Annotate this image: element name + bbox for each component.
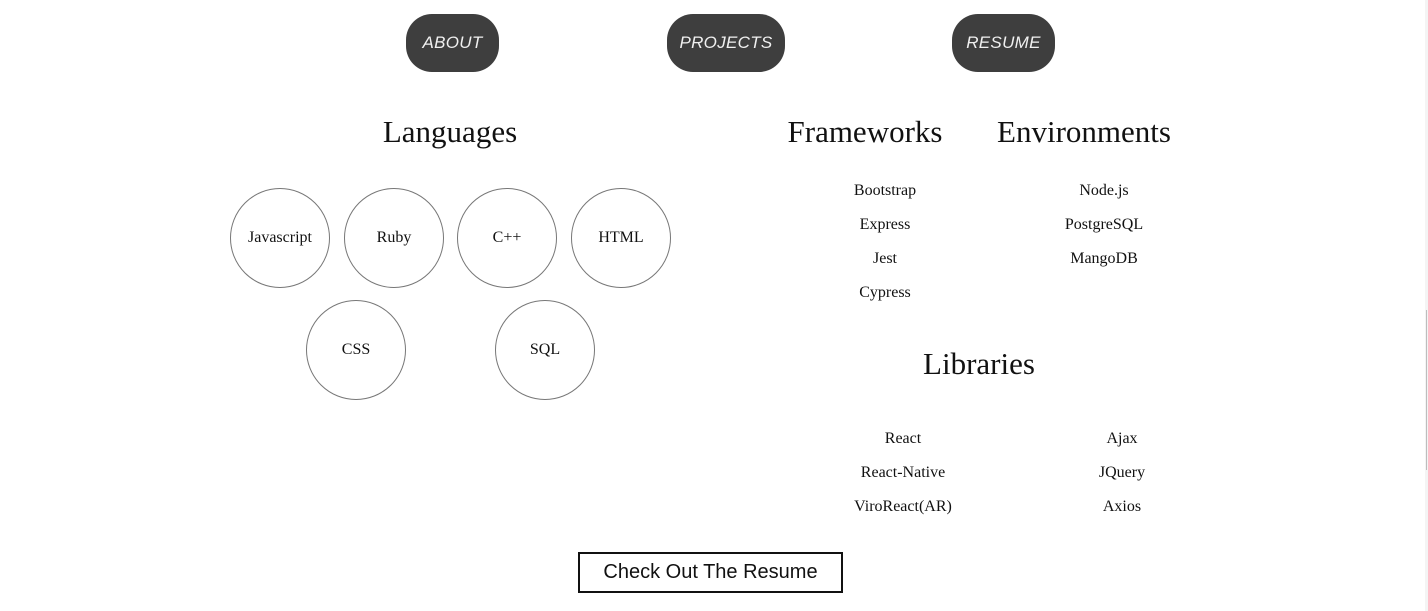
environments-heading: Environments — [997, 114, 1171, 149]
list-item: Cypress — [859, 284, 911, 301]
page-scrollbar[interactable] — [1425, 0, 1428, 611]
list-item: React — [884, 430, 922, 447]
libraries-list-left: React React-Native ViroReact(AR) — [833, 430, 973, 532]
list-item: Express — [859, 216, 911, 233]
list-item: React-Native — [860, 464, 946, 481]
list-item: MangoDB — [1070, 250, 1138, 267]
language-bubble-cpp: C++ — [457, 188, 557, 288]
frameworks-heading: Frameworks — [787, 114, 943, 149]
language-bubble-css: CSS — [306, 300, 406, 400]
list-item: ViroReact(AR) — [854, 498, 952, 515]
list-item: Axios — [1102, 498, 1142, 515]
list-item: PostgreSQL — [1064, 216, 1144, 233]
libraries-list-right: Ajax JQuery Axios — [1062, 430, 1182, 532]
libraries-heading: Libraries — [923, 346, 1035, 381]
language-bubble-sql: SQL — [495, 300, 595, 400]
nav-about-button[interactable]: ABOUT — [406, 14, 499, 72]
list-item: Node.js — [1079, 182, 1129, 199]
language-bubble-ruby: Ruby — [344, 188, 444, 288]
scrollbar-thumb[interactable] — [1426, 310, 1427, 470]
list-item: JQuery — [1098, 464, 1146, 481]
language-bubble-javascript: Javascript — [230, 188, 330, 288]
check-out-resume-button[interactable]: Check Out The Resume — [578, 552, 843, 593]
list-item: Jest — [873, 250, 897, 267]
environments-list: Node.js PostgreSQL MangoDB — [1044, 182, 1164, 284]
list-item: Ajax — [1106, 430, 1138, 447]
nav-projects-button[interactable]: PROJECTS — [667, 14, 785, 72]
language-bubble-html: HTML — [571, 188, 671, 288]
nav-resume-button[interactable]: RESUME — [952, 14, 1055, 72]
languages-heading: Languages — [382, 114, 518, 149]
frameworks-list: Bootstrap Express Jest Cypress — [825, 182, 945, 318]
list-item: Bootstrap — [853, 182, 917, 199]
